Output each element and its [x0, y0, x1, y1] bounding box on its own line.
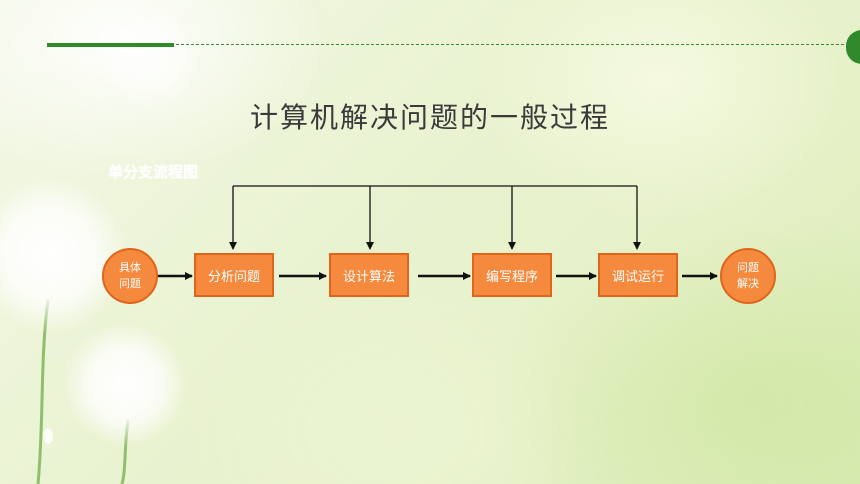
start-node-line1: 具体 [119, 261, 141, 274]
header-dashed-line [176, 44, 844, 45]
dandelion-decoration [0, 10, 200, 484]
step-design-algorithm: 设计算法 [329, 253, 409, 297]
header-tab-marker [846, 30, 860, 64]
step-debug-run: 调试运行 [598, 253, 678, 297]
header-accent-bar [47, 43, 174, 47]
end-node-line2: 解决 [737, 277, 759, 290]
step-analyze-problem: 分析问题 [194, 253, 274, 297]
start-node-line2: 问题 [119, 277, 141, 290]
end-node: 问题 解决 [720, 248, 776, 304]
slide-title: 计算机解决问题的一般过程 [249, 101, 610, 134]
diagram-sublabel: 单分支流程图 [108, 163, 199, 181]
step-write-program: 编写程序 [472, 253, 552, 297]
end-node-line1: 问题 [737, 261, 759, 274]
start-node: 具体 问题 [102, 248, 158, 304]
feedback-lines [229, 185, 641, 250]
